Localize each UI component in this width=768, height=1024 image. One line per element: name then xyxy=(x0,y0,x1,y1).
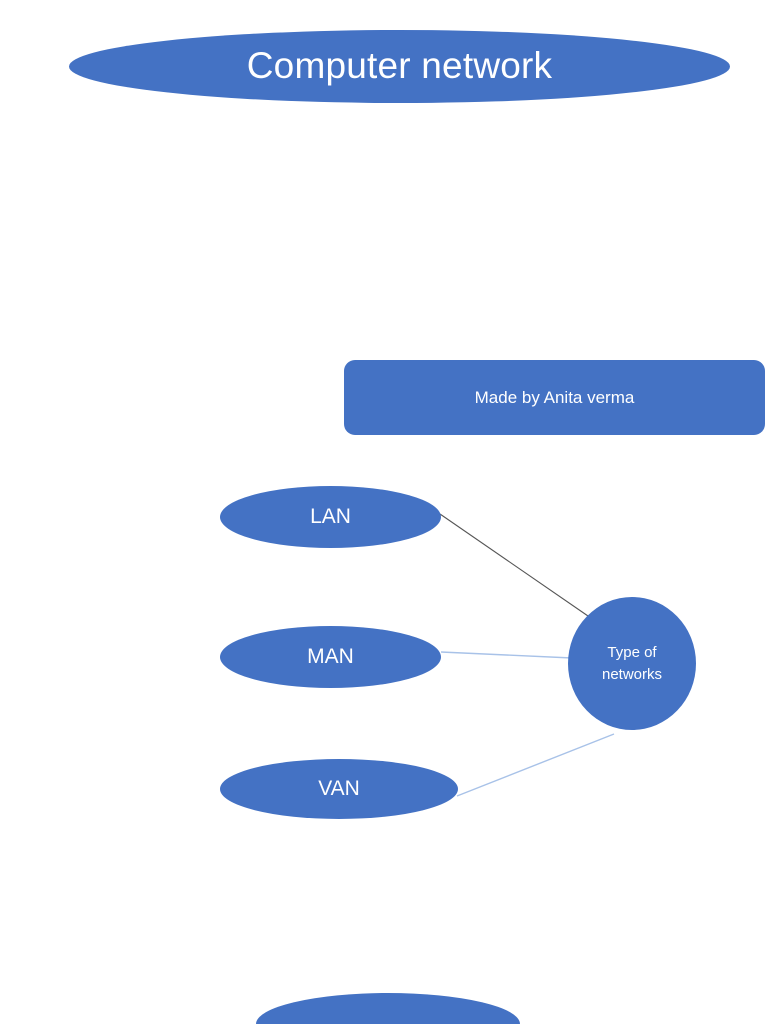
node-lan[interactable]: LAN xyxy=(220,486,441,548)
node-type-of-networks[interactable]: Type of networks xyxy=(568,597,696,730)
connector-van-to-hub xyxy=(456,733,615,797)
hub-label-line-2: networks xyxy=(601,665,663,683)
node-man[interactable]: MAN xyxy=(220,626,441,688)
node-van[interactable]: VAN xyxy=(220,759,458,819)
node-lan-label: LAN xyxy=(310,505,351,528)
bottom-partial-ellipse[interactable] xyxy=(256,993,520,1024)
connector-lan-to-hub xyxy=(439,513,589,617)
slide-title-text: Computer network xyxy=(246,45,553,87)
author-credit-box[interactable]: Made by Anita verma xyxy=(344,360,765,435)
node-van-label: VAN xyxy=(318,777,360,800)
node-man-label: MAN xyxy=(307,645,354,668)
connector-man-to-hub xyxy=(440,651,573,659)
slide-title-ellipse[interactable]: Computer network xyxy=(69,30,730,103)
hub-label-line-1: Type of xyxy=(607,643,657,661)
author-credit-text: Made by Anita verma xyxy=(474,387,635,407)
